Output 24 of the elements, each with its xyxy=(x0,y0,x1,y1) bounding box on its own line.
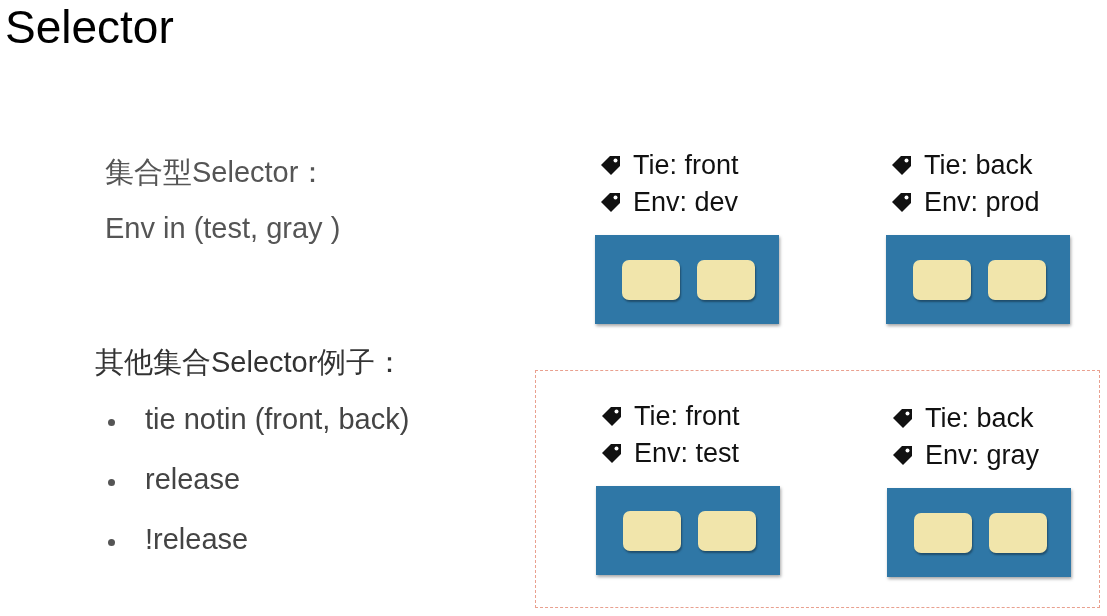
label-text: Env: prod xyxy=(924,187,1040,218)
label-text: Env: gray xyxy=(925,440,1040,471)
container-box xyxy=(698,511,756,551)
text-line: !release xyxy=(145,523,249,556)
label-text: Env: dev xyxy=(633,187,739,218)
slide-title: Selector xyxy=(5,0,174,54)
label-text: Tie: back xyxy=(924,150,1033,181)
container-box xyxy=(697,260,755,300)
container-box xyxy=(622,260,680,300)
container-box xyxy=(913,260,971,300)
text-line: 集合型Selector： xyxy=(105,155,328,190)
dashed-selection-frame xyxy=(535,370,1100,608)
text-line: 其他集合Selector例子： xyxy=(95,345,405,380)
container-box xyxy=(914,513,972,553)
label-text: Env: test xyxy=(634,438,740,469)
container-box xyxy=(988,260,1046,300)
label-text: Tie: front xyxy=(634,401,740,432)
label-text: Tie: back xyxy=(925,403,1034,434)
text-line: tie notin (front, back) xyxy=(145,403,410,436)
container-box xyxy=(623,511,681,551)
label-text: Tie: front xyxy=(633,150,739,181)
text-line: Env in (test, gray ) xyxy=(105,212,341,245)
container-box xyxy=(989,513,1047,553)
text-line: release xyxy=(145,463,241,496)
